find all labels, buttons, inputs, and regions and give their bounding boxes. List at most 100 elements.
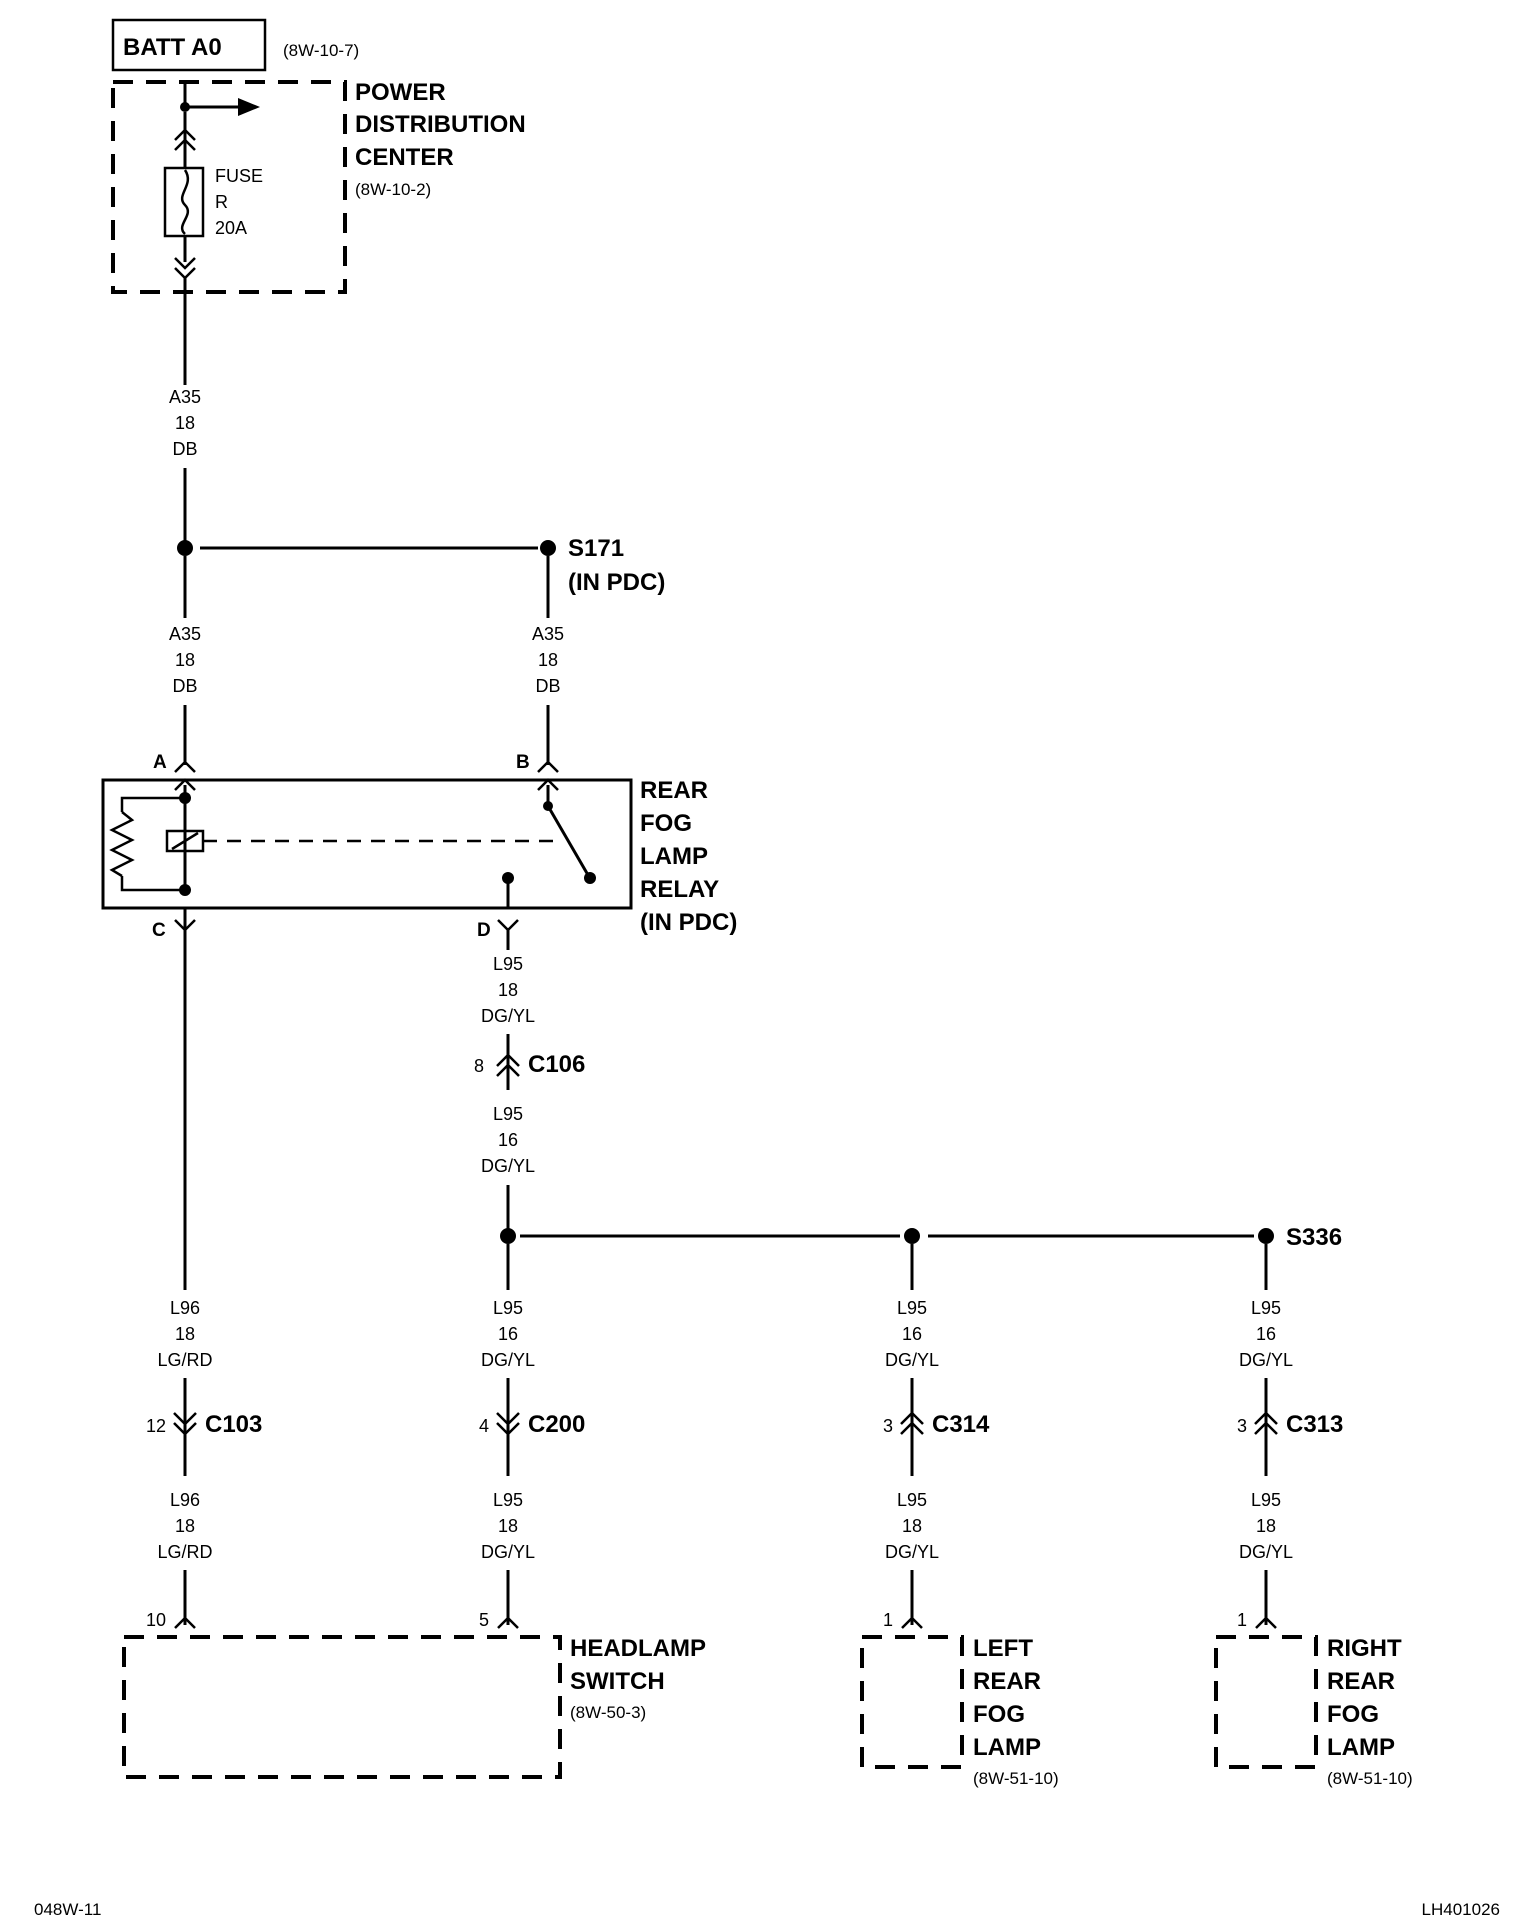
- svg-text:REAR: REAR: [1327, 1668, 1395, 1695]
- headlamp-pin-5: 5: [479, 1610, 489, 1630]
- wire-a35-right-color: DB: [535, 676, 560, 696]
- left-fog-pin: 1: [883, 1610, 893, 1630]
- svg-text:REAR: REAR: [973, 1668, 1041, 1695]
- wire-l95-left-fog-upper-circuit: L95: [897, 1298, 927, 1318]
- wire-l95-left-fog-lower-color: DG/YL: [885, 1542, 939, 1562]
- wire-l95-c106-circuit: L95: [493, 1104, 523, 1124]
- wire-l95-right-fog-lower-color: DG/YL: [1239, 1542, 1293, 1562]
- wire-l95-right-fog-lower-gauge: 18: [1256, 1516, 1276, 1536]
- right-fog-lamp-label: RIGHT REAR FOG LAMP: [1327, 1635, 1402, 1761]
- svg-text:(IN PDC): (IN PDC): [640, 909, 737, 936]
- wire-l96-lower-gauge: 18: [175, 1516, 195, 1536]
- wire-l95-relay-color: DG/YL: [481, 1006, 535, 1026]
- fuse-slot: R: [215, 192, 228, 212]
- relay-pin-d: D: [477, 920, 491, 941]
- batt-ref: (8W-10-7): [283, 41, 359, 60]
- headlamp-switch-line1: HEADLAMP: [570, 1635, 706, 1662]
- wire-l95-mid-lower-circuit: L95: [493, 1490, 523, 1510]
- wire-l95-relay-circuit: L95: [493, 954, 523, 974]
- connector-c200-icon: [496, 1412, 520, 1426]
- connector-c106-name: C106: [528, 1051, 585, 1078]
- svg-text:LEFT: LEFT: [973, 1635, 1033, 1662]
- footer-page-id: 048W-11: [34, 1900, 101, 1919]
- relay-pin-b: B: [516, 752, 530, 773]
- splice-s171-dot: [540, 540, 556, 556]
- wire-l96-upper-color: LG/RD: [157, 1350, 212, 1370]
- arrow-icon: [238, 98, 260, 116]
- wire-l96-lower-color: LG/RD: [157, 1542, 212, 1562]
- pdc-box: [111, 80, 347, 294]
- svg-text:LAMP: LAMP: [1327, 1734, 1395, 1761]
- svg-text:FOG: FOG: [973, 1701, 1025, 1728]
- connector-c314-pin: 3: [883, 1416, 893, 1436]
- batt-box: [111, 18, 267, 72]
- wire-l95-c106-color: DG/YL: [481, 1156, 535, 1176]
- right-fog-lamp-ref: (8W-51-10): [1327, 1769, 1413, 1788]
- connector-c313-pin: 3: [1237, 1416, 1247, 1436]
- right-fog-pin: 1: [1237, 1610, 1247, 1630]
- connector-c103-icon: [173, 1412, 197, 1426]
- headlamp-pin-10: 10: [146, 1610, 166, 1630]
- wire-l95-right-fog-upper-circuit: L95: [1251, 1298, 1281, 1318]
- wire-l95-c106-gauge: 16: [498, 1130, 518, 1150]
- fuse-label: FUSE: [215, 166, 263, 186]
- wire-l95-left-fog-upper-gauge: 16: [902, 1324, 922, 1344]
- connector-c103-name: C103: [205, 1411, 262, 1438]
- wire-l95-mid-upper-gauge: 16: [498, 1324, 518, 1344]
- svg-text:LAMP: LAMP: [640, 843, 708, 870]
- wire-l95-right-fog-upper-gauge: 16: [1256, 1324, 1276, 1344]
- wire-l95-mid-upper-circuit: L95: [493, 1298, 523, 1318]
- connector-c106-pin: 8: [474, 1056, 484, 1076]
- connector-c200-name: C200: [528, 1411, 585, 1438]
- wire-l95-right-fog-lower-circuit: L95: [1251, 1490, 1281, 1510]
- pdc-ref: (8W-10-2): [355, 180, 431, 199]
- pdc-line1: POWER: [355, 79, 446, 106]
- headlamp-switch-ref: (8W-50-3): [570, 1703, 646, 1722]
- wire-l96-lower-circuit: L96: [170, 1490, 200, 1510]
- wire-a35-top-color: DB: [172, 439, 197, 459]
- left-fog-lamp-box: [860, 1635, 964, 1769]
- svg-text:RELAY: RELAY: [640, 876, 719, 903]
- fuse-rating: 20A: [215, 218, 247, 238]
- connector-c313-icon: [1254, 1411, 1278, 1425]
- relay-pin-c: C: [152, 920, 166, 941]
- wire-a35-right-circuit: A35: [532, 624, 564, 644]
- right-fog-lamp-box: [1214, 1635, 1318, 1769]
- connector-c106-icon: [496, 1053, 520, 1067]
- wire-a35-left-circuit: A35: [169, 624, 201, 644]
- relay-switch-icon: [546, 805, 590, 876]
- relay-box: [101, 778, 633, 910]
- svg-text:REAR: REAR: [640, 777, 708, 804]
- connector-c313-name: C313: [1286, 1411, 1343, 1438]
- splice-s336-label: S336: [1286, 1224, 1342, 1251]
- wire-l95-mid-lower-color: DG/YL: [481, 1542, 535, 1562]
- svg-text:LAMP: LAMP: [973, 1734, 1041, 1761]
- left-fog-lamp-ref: (8W-51-10): [973, 1769, 1059, 1788]
- batt-label: BATT A0: [123, 34, 222, 61]
- relay-pin-a: A: [153, 752, 167, 773]
- wire-l95-left-fog-lower-circuit: L95: [897, 1490, 927, 1510]
- wire-l95-relay-gauge: 18: [498, 980, 518, 1000]
- svg-text:FOG: FOG: [1327, 1701, 1379, 1728]
- svg-text:FOG: FOG: [640, 810, 692, 837]
- wire-a35-top-gauge: 18: [175, 413, 195, 433]
- splice-s171-sub: (IN PDC): [568, 569, 665, 596]
- wire-l95-left-fog-upper-color: DG/YL: [885, 1350, 939, 1370]
- wire-l95-right-fog-upper-color: DG/YL: [1239, 1350, 1293, 1370]
- headlamp-switch-line2: SWITCH: [570, 1668, 665, 1695]
- wire-l96-upper-circuit: L96: [170, 1298, 200, 1318]
- wire-l96-upper-gauge: 18: [175, 1324, 195, 1344]
- left-fog-lamp-label: LEFT REAR FOG LAMP: [973, 1635, 1041, 1761]
- connector-c314-name: C314: [932, 1411, 990, 1438]
- headlamp-switch-box: [122, 1635, 562, 1779]
- connector-c200-pin: 4: [479, 1416, 489, 1436]
- connector-c314-icon: [900, 1411, 924, 1425]
- connector-c103-pin: 12: [146, 1416, 166, 1436]
- splice-s171-label: S171: [568, 535, 624, 562]
- wire-l95-left-fog-lower-gauge: 18: [902, 1516, 922, 1536]
- wire-a35-top-circuit: A35: [169, 387, 201, 407]
- pdc-line3: CENTER: [355, 144, 454, 171]
- svg-text:RIGHT: RIGHT: [1327, 1635, 1402, 1662]
- splice-dot: [500, 1228, 516, 1244]
